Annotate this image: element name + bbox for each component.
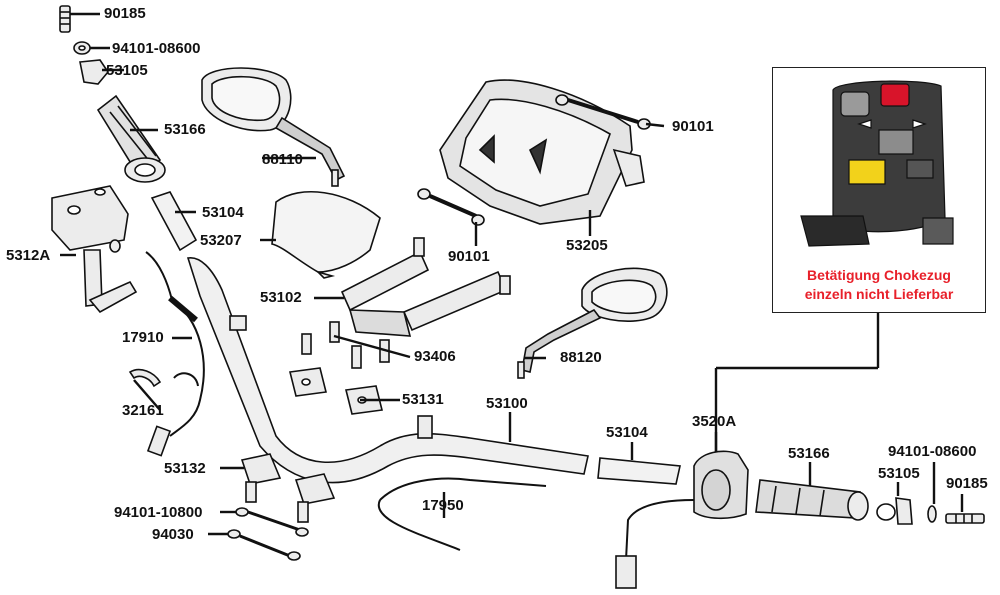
screw-90185-top	[59, 5, 71, 33]
label-53205: 53205	[566, 237, 608, 254]
mirror-left	[201, 67, 346, 187]
label-53166-bottom: 53166	[788, 445, 830, 462]
screw-90101-right	[555, 94, 651, 130]
washer-bottom	[927, 505, 937, 523]
cable-clip	[128, 368, 162, 388]
label-94030: 94030	[152, 526, 194, 543]
label-17950: 17950	[422, 497, 464, 514]
end-cap-top	[79, 59, 109, 85]
label-53104-bottom: 53104	[606, 424, 648, 441]
screw-90185-bottom	[945, 513, 985, 524]
label-94101-10800: 94101-10800	[114, 504, 203, 521]
washer-nut-lower	[227, 507, 309, 561]
choke-cable	[377, 477, 547, 551]
end-cap-bottom	[876, 497, 913, 525]
leader-lines	[60, 12, 964, 536]
clamp-lower	[240, 453, 336, 523]
label-94101-08600-top: 94101-08600	[112, 40, 201, 57]
switch-housing	[615, 450, 749, 589]
inset-note-line2: einzeln nicht Lieferbar	[804, 286, 954, 302]
label-88110: 88110	[262, 151, 303, 168]
label-88120: 88120	[560, 349, 602, 366]
label-53104-top: 53104	[202, 204, 244, 221]
switch-detail-inset: Betätigung Chokezug einzeln nicht Liefer…	[772, 67, 986, 313]
bracket	[340, 237, 511, 337]
label-53102: 53102	[260, 289, 302, 306]
throttle-cable	[145, 251, 205, 437]
clamp-upper	[289, 367, 383, 415]
label-90101-right: 90101	[672, 118, 714, 135]
switch-detail-illustration	[800, 80, 954, 247]
label-53166-top: 53166	[164, 121, 206, 138]
label-5312A: 5312A	[6, 247, 51, 264]
label-32161: 32161	[122, 402, 164, 419]
grip-bottom	[755, 479, 869, 521]
label-53105-bottom: 53105	[878, 465, 920, 482]
throttle-tube-bottom	[597, 457, 681, 485]
handlebar	[186, 257, 589, 484]
label-90101-mid: 90101	[448, 248, 490, 265]
grip-top	[96, 94, 166, 183]
label-53131: 53131	[402, 391, 444, 408]
label-53207: 53207	[200, 232, 242, 249]
windscreen	[271, 190, 381, 273]
label-3520A: 3520A	[692, 413, 737, 430]
inset-note: Betätigung Chokezug einzeln nicht Liefer…	[773, 266, 985, 304]
mirror-right	[517, 267, 668, 379]
inset-note-line1: Betätigung Chokezug	[807, 267, 951, 283]
label-53132: 53132	[164, 460, 206, 477]
label-90185-bottom: 90185	[946, 475, 988, 492]
label-93406: 93406	[414, 348, 456, 365]
headlight-cover	[439, 79, 645, 225]
throttle-tube-top	[150, 191, 198, 252]
label-53100: 53100	[486, 395, 528, 412]
label-90185-top: 90185	[104, 5, 146, 22]
brake-master-cylinder	[51, 185, 138, 314]
label-17910: 17910	[122, 329, 164, 346]
label-94101-08600-bottom: 94101-08600	[888, 443, 977, 460]
label-53105-top: 53105	[106, 62, 148, 79]
